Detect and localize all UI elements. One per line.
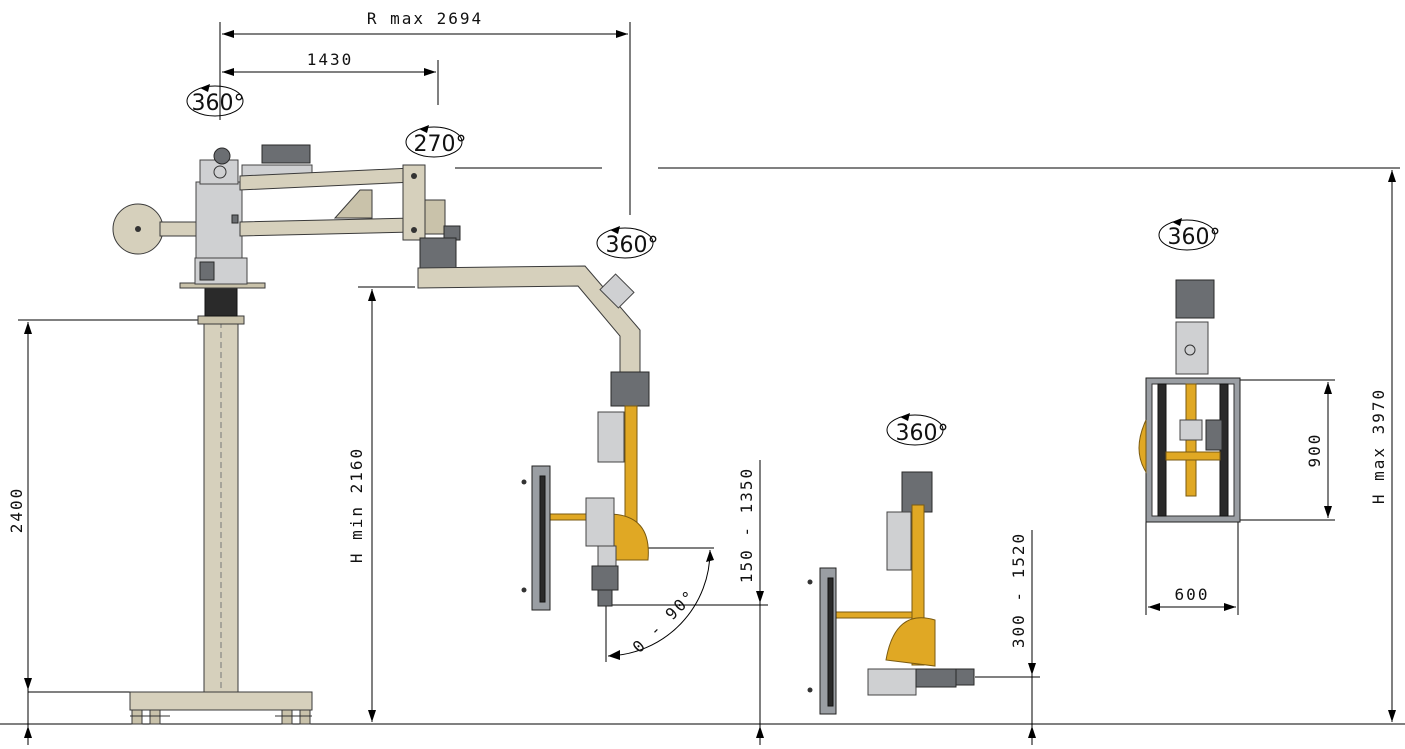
- head-lower-rotation-label: 360°: [896, 421, 949, 446]
- r-max-label: R max 2694: [367, 9, 483, 28]
- stroke-150-1350-label: 150 - 1350: [737, 467, 756, 583]
- dimension-r-max: R max 2694: [219, 9, 631, 215]
- rotation-marker-column: 360°: [186, 84, 245, 117]
- gripper-height-label: 900: [1305, 433, 1324, 468]
- column-height-label: 2400: [7, 487, 26, 534]
- ground-lines: [0, 691, 1405, 725]
- dimension-1430: 1430: [222, 50, 439, 105]
- head-right-rotation-label: 360°: [1168, 225, 1221, 250]
- dimension-600: 600: [1145, 522, 1239, 615]
- manipulator-lower-arm: [417, 265, 650, 463]
- arm-joint-rotation-label: 270°: [414, 132, 467, 157]
- gripper-arm-mounted: [521, 405, 649, 611]
- dimension-2400: 2400: [7, 319, 200, 745]
- gripper-front-view: [1138, 279, 1241, 523]
- stroke-300-1520-label: 300 - 1520: [1009, 532, 1028, 648]
- rotation-marker-head-lower: 360°: [886, 413, 949, 446]
- gripper-width-label: 600: [1175, 585, 1210, 604]
- h-max-label: H max 3970: [1369, 388, 1388, 504]
- dimension-stroke-300-1520: 300 - 1520: [975, 530, 1040, 745]
- manipulator-upper-arm: [112, 144, 461, 271]
- manipulator-column: [129, 257, 313, 725]
- rotation-marker-arm-joint: 270°: [405, 125, 467, 158]
- reach-1430-label: 1430: [307, 50, 354, 69]
- dimension-h-min: H min 2160: [347, 286, 415, 722]
- h-min-label: H min 2160: [347, 447, 366, 563]
- gripper-middle-view: [807, 471, 975, 715]
- dimension-900: 900: [1240, 379, 1335, 521]
- dimension-stroke-150-1350: 150 - 1350: [608, 460, 768, 745]
- head-arm-end-rotation-label: 360°: [606, 233, 659, 258]
- tilt-range-label: 0 - 90°: [629, 586, 700, 657]
- rotation-marker-head-right: 360°: [1158, 218, 1221, 251]
- dimension-h-max: H max 3970: [455, 167, 1400, 722]
- rotation-marker-head-arm-end: 360°: [596, 226, 659, 259]
- column-rotation-label: 360°: [192, 91, 245, 116]
